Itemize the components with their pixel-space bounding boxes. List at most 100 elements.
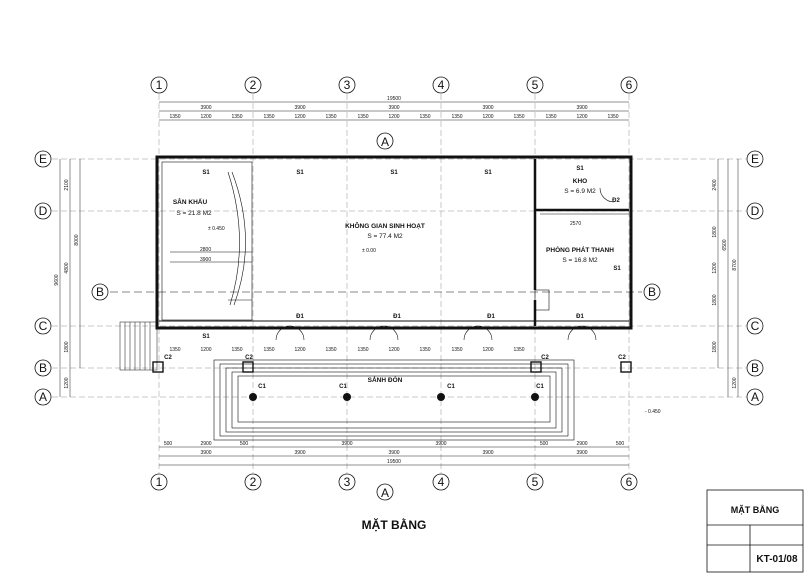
tag-d1: Đ1 <box>576 314 584 320</box>
tag-d1: Đ1 <box>487 314 495 320</box>
lobby-structure <box>152 359 632 441</box>
room-name-store: KHO <box>573 178 587 185</box>
dim-door-row: 1200 <box>200 347 211 353</box>
tag-c1: C1 <box>258 384 266 390</box>
dim-top-sub: 1200 <box>576 114 587 120</box>
dim-top-total: 19500 <box>387 96 401 102</box>
axis-label-E: E <box>39 152 47 166</box>
building-walls <box>155 155 633 330</box>
title-block-sheet-number: KT-01/08 <box>756 554 798 565</box>
axis-label-D: D <box>39 204 48 218</box>
dim-left-sub: 1800 <box>64 341 70 352</box>
dim-left-sub: 1200 <box>64 377 70 388</box>
dim-bottom-span-3: 3900 <box>388 450 399 456</box>
dimension-lines-bottom <box>159 446 629 466</box>
dim-bottom-sub: 500 <box>616 441 625 447</box>
dim-top-sub: 1350 <box>607 114 618 120</box>
dim-right-sub: 1800 <box>712 341 718 352</box>
tag-c2: C2 <box>618 355 626 361</box>
dim-door-row: 1350 <box>451 347 462 353</box>
tag-s1: S1 <box>202 334 210 340</box>
dim-bottom-sub: 3900 <box>435 441 446 447</box>
section-markers <box>91 132 661 501</box>
tag-c2: C2 <box>164 355 172 361</box>
dim-top-sub: 1200 <box>388 114 399 120</box>
axis-label-5: 5 <box>532 78 539 92</box>
dim-door-row: 1350 <box>419 347 430 353</box>
axis-label-D-right: D <box>751 204 760 218</box>
dim-door-row: 1200 <box>294 347 305 353</box>
axis-label-B-right: B <box>751 361 759 375</box>
dim-right-sub: 2400 <box>712 179 718 190</box>
doors-axis-c <box>275 187 615 341</box>
dim-bottom-sub: 500 <box>240 441 249 447</box>
dim-top-sub: 1350 <box>169 114 180 120</box>
dim-left-sub: 4800 <box>64 262 70 273</box>
dimension-lines-right <box>717 159 739 397</box>
dim-top-sub: 1350 <box>231 114 242 120</box>
dim-right-sub: 1200 <box>712 262 718 273</box>
dim-top-span-4: 3900 <box>482 105 493 111</box>
room-name-stage: SÂN KHẤU <box>173 196 208 206</box>
radio-dim: 2570 <box>570 221 581 227</box>
axis-label-3-bottom: 3 <box>344 475 351 489</box>
drawing-title: MẶT BẰNG <box>362 517 427 532</box>
tag-c2: C2 <box>541 355 549 361</box>
dim-right-total: 8700 <box>732 259 738 270</box>
dim-bottom-span-4: 3900 <box>482 450 493 456</box>
dim-door-row: 1350 <box>513 347 524 353</box>
dim-top-span-5: 3900 <box>576 105 587 111</box>
dim-left-inner: 8000 <box>74 234 80 245</box>
grid-axes-bottom <box>150 473 638 491</box>
stage-dim-width: 3900 <box>200 257 211 263</box>
dim-right-sub: 1200 <box>732 377 738 388</box>
axis-label-2: 2 <box>250 78 257 92</box>
tag-c1: C1 <box>447 384 455 390</box>
room-name-hall: KHÔNG GIAN SINH HOẠT <box>345 221 425 230</box>
tag-d2: Đ2 <box>612 198 620 204</box>
dim-bottom-sub: 3900 <box>341 441 352 447</box>
room-area-hall: S = 77.4 M2 <box>367 233 403 240</box>
axis-label-6-bottom: 6 <box>626 475 633 489</box>
dim-bottom-sub: 2900 <box>576 441 587 447</box>
dim-top-sub: 1350 <box>419 114 430 120</box>
axis-label-C-right: C <box>751 319 760 333</box>
room-name-radio: PHÒNG PHÁT THANH <box>546 245 614 254</box>
axis-label-1-bottom: 1 <box>156 475 163 489</box>
dim-door-row: 1200 <box>388 347 399 353</box>
dim-top-sub: 1350 <box>451 114 462 120</box>
tag-c1: C1 <box>536 384 544 390</box>
dim-bottom-span-5: 3900 <box>576 450 587 456</box>
dim-top-sub: 1350 <box>357 114 368 120</box>
axis-label-A-right: A <box>751 390 759 404</box>
dim-left-total: 9600 <box>54 274 60 285</box>
stage-dim-depth: 2800 <box>200 247 211 253</box>
tag-d1: Đ1 <box>393 314 401 320</box>
stage-platform <box>161 161 253 321</box>
grid-axes-top <box>150 76 638 94</box>
tag-s1: S1 <box>202 170 210 176</box>
side-stair <box>119 321 158 371</box>
dim-top-sub: 1200 <box>200 114 211 120</box>
title-block <box>706 489 804 573</box>
dim-right-sub: 1800 <box>712 226 718 237</box>
dim-left-sub: 2100 <box>64 179 70 190</box>
tag-s1: S1 <box>296 170 304 176</box>
dim-right-sub: 1800 <box>712 294 718 305</box>
section-label-top: A <box>381 135 389 149</box>
dim-bottom-span-2: 3900 <box>294 450 305 456</box>
dimension-lines-left <box>59 159 81 397</box>
dim-bottom-span-1: 3900 <box>200 450 211 456</box>
dim-top-sub: 1350 <box>513 114 524 120</box>
room-area-store: S = 6.9 M2 <box>564 188 596 195</box>
tag-c2: C2 <box>245 355 253 361</box>
tag-c1: C1 <box>339 384 347 390</box>
dim-top-span-3: 3900 <box>388 105 399 111</box>
dim-bottom-total: 19500 <box>387 459 401 465</box>
axis-label-A: A <box>39 390 47 404</box>
axis-label-4-bottom: 4 <box>438 475 445 489</box>
dim-door-row: 1200 <box>482 347 493 353</box>
step-level: - 0.450 <box>645 409 661 415</box>
dim-bottom-sub: 500 <box>540 441 549 447</box>
tag-s1: S1 <box>613 266 621 272</box>
